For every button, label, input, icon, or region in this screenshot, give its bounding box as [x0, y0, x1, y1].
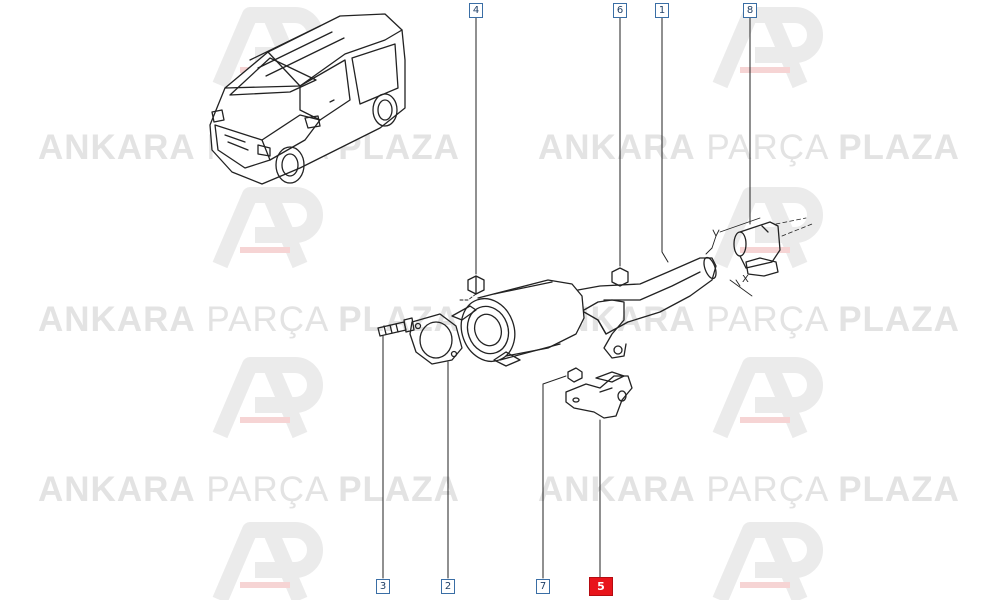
callout-5[interactable]: 5 — [589, 577, 613, 596]
callout-1[interactable]: 1 — [655, 3, 669, 18]
nut-part4 — [467, 275, 485, 295]
watermark-text: ANKARA PARÇA PLAZA — [538, 300, 960, 339]
leader-lines — [382, 16, 751, 579]
exhaust-pipe-part1 — [577, 256, 717, 335]
ap-logo-icon — [712, 187, 823, 269]
van-illustration — [209, 13, 406, 185]
bracket-part5 — [565, 371, 633, 419]
watermark-text: ANKARA PARÇA PLAZA — [38, 470, 460, 509]
nut-part6 — [611, 267, 629, 287]
callout-7[interactable]: 7 — [536, 579, 550, 594]
ap-logo-icon — [712, 522, 823, 600]
ap-logo-icon — [712, 7, 823, 89]
stud-part3 — [377, 317, 415, 337]
callout-4[interactable]: 4 — [469, 3, 483, 18]
axis-x-label: X — [742, 274, 749, 285]
screw-part7 — [567, 367, 583, 383]
dimension-marks — [705, 229, 741, 287]
callout-2[interactable]: 2 — [441, 579, 455, 594]
watermark-text: ANKARA PARÇA PLAZA — [38, 300, 460, 339]
gasket-part2 — [409, 313, 463, 365]
catalytic-converter — [451, 279, 627, 367]
watermark-text: ANKARA PARÇA PLAZA — [538, 128, 960, 167]
clamp-part8 — [719, 217, 813, 297]
ap-logo-icon — [212, 187, 323, 269]
ap-logo-icon — [212, 522, 323, 600]
callout-6[interactable]: 6 — [613, 3, 627, 18]
callout-3[interactable]: 3 — [376, 579, 390, 594]
callout-8[interactable]: 8 — [743, 3, 757, 18]
ap-logo-icon — [212, 357, 323, 439]
ap-logo-icon — [712, 357, 823, 439]
watermark-text: ANKARA PARÇA PLAZA — [538, 470, 960, 509]
